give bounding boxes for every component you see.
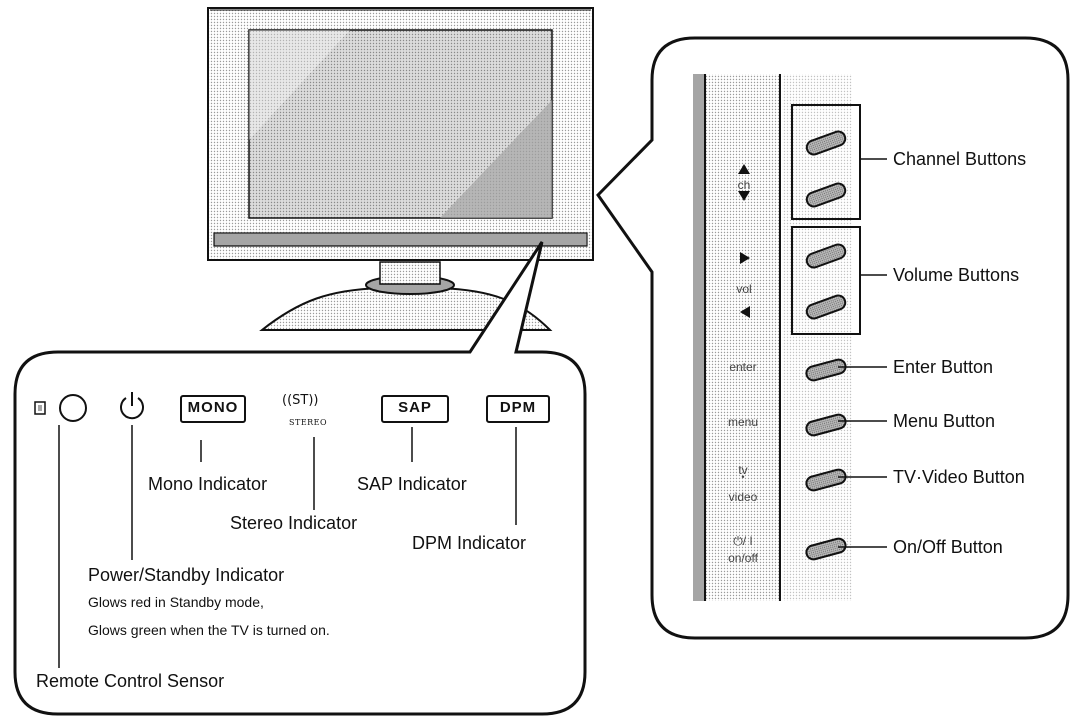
mono-indicator-box: MONO bbox=[180, 395, 246, 423]
power-note-standby: Glows red in Standby mode, bbox=[88, 594, 264, 610]
power-icon bbox=[120, 397, 144, 420]
onoff-button-label: On/Off Button bbox=[893, 537, 1003, 557]
tv-video-button-label: TV·Video Button bbox=[893, 467, 1025, 487]
dpm-indicator-label: DPM Indicator bbox=[412, 533, 527, 553]
menu-button bbox=[805, 413, 847, 437]
stereo-indicator-label: Stereo Indicator bbox=[230, 513, 358, 533]
volume-down-button bbox=[805, 294, 847, 320]
panel-onoff-symbol: ⏻/ I bbox=[733, 534, 753, 548]
stereo-indicator-caption: STEREO bbox=[289, 418, 328, 427]
panel-vol-label: vol bbox=[736, 282, 752, 296]
volume-buttons-label: Volume Buttons bbox=[893, 265, 1020, 285]
remote-sensor-label: Remote Control Sensor bbox=[36, 671, 225, 691]
tv-bottom-bar bbox=[213, 232, 588, 247]
mono-indicator-label: Mono Indicator bbox=[148, 474, 268, 494]
panel-menu-label: menu bbox=[727, 415, 759, 429]
enter-button bbox=[805, 358, 847, 382]
dpm-indicator-box: DPM bbox=[486, 395, 550, 423]
panel-onoff-label: on/off bbox=[728, 551, 758, 565]
channel-buttons-label: Channel Buttons bbox=[893, 149, 1027, 169]
menu-button-label: Menu Button bbox=[893, 411, 996, 431]
volume-buttons-box bbox=[791, 226, 861, 335]
remote-sensor-icon bbox=[59, 394, 87, 422]
tv-illustration bbox=[207, 7, 594, 331]
ch-down-arrow-icon bbox=[738, 191, 750, 201]
onoff-button bbox=[805, 537, 847, 561]
ch-up-arrow-icon bbox=[738, 164, 750, 174]
side-panel-strip bbox=[693, 74, 780, 601]
sap-indicator-label: SAP Indicator bbox=[357, 474, 467, 494]
power-note-on: Glows green when the TV is turned on. bbox=[88, 622, 330, 638]
panel-tv-label: tv bbox=[738, 463, 748, 477]
vol-down-arrow-icon bbox=[740, 306, 750, 318]
channel-up-button bbox=[805, 130, 847, 156]
panel-ch-label: ch bbox=[737, 178, 751, 192]
vol-up-arrow-icon bbox=[740, 252, 750, 264]
channel-buttons-box bbox=[791, 104, 861, 220]
power-standby-label: Power/Standby Indicator bbox=[88, 565, 285, 585]
channel-down-button bbox=[805, 182, 847, 208]
enter-button-label: Enter Button bbox=[893, 357, 994, 377]
panel-video-label: video bbox=[728, 490, 758, 504]
tv-video-button bbox=[805, 468, 847, 492]
panel-enter-label: enter bbox=[729, 360, 757, 374]
volume-up-button bbox=[805, 243, 847, 269]
front-panel-callout bbox=[13, 241, 587, 716]
panel-tv-video-dot: • bbox=[741, 472, 745, 482]
sap-indicator-box: SAP bbox=[381, 395, 449, 423]
stereo-indicator-glyph: ((ST)) bbox=[282, 393, 319, 408]
